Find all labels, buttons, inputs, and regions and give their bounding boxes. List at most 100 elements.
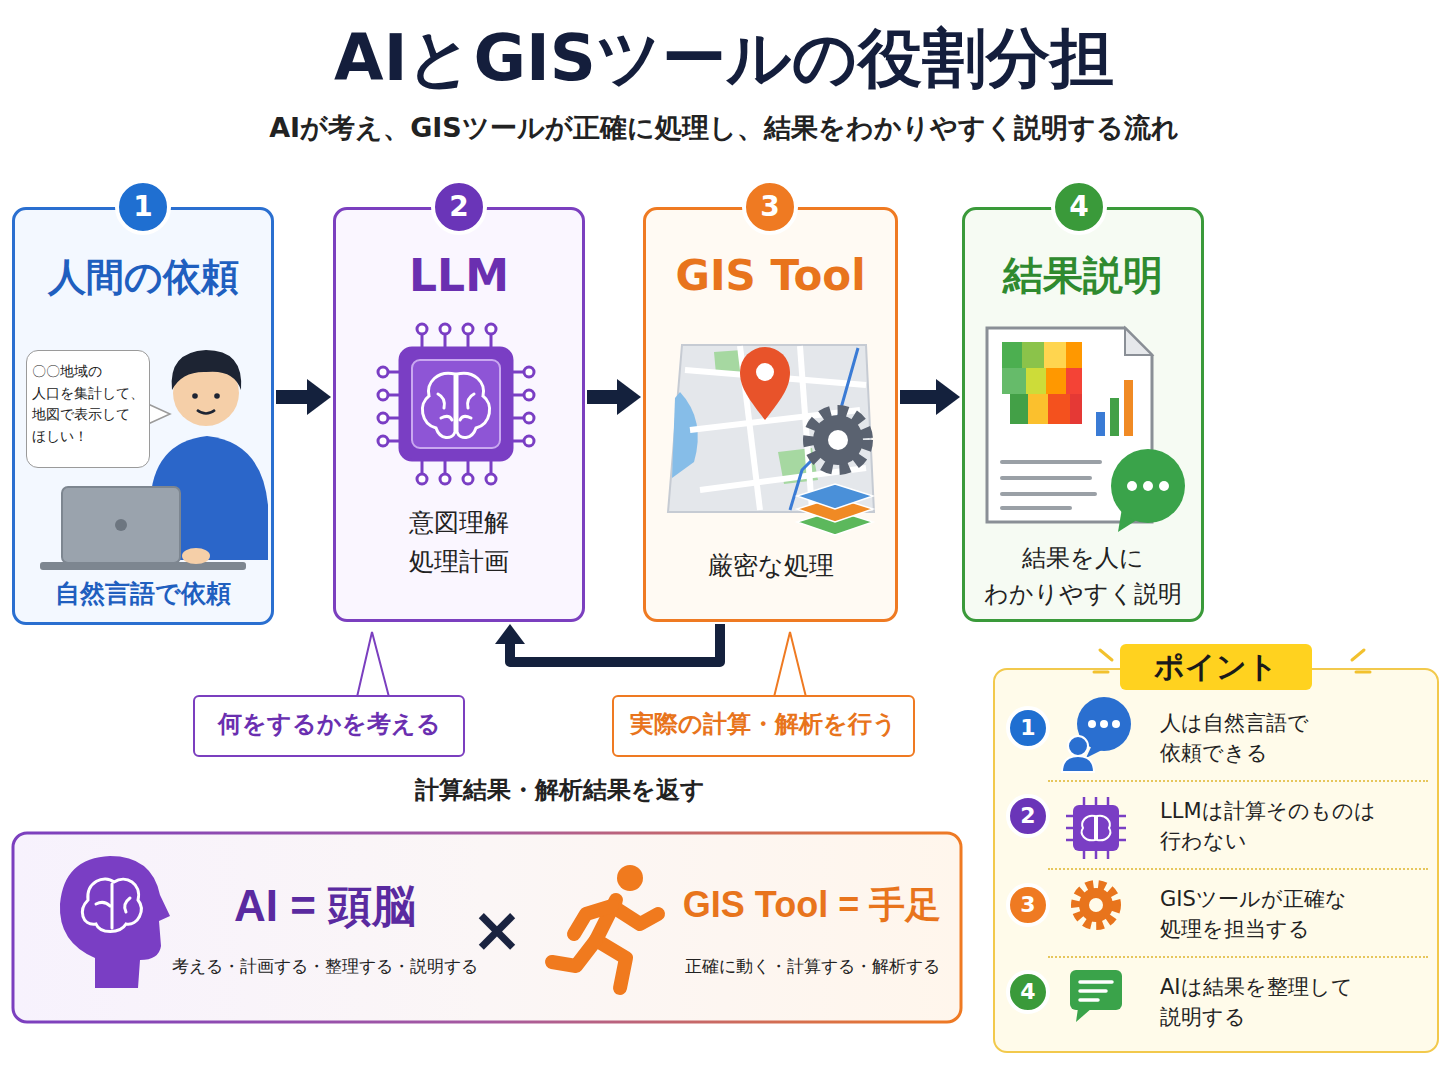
node-heading: GIS Tool <box>675 250 865 303</box>
number-slot: 2 <box>1006 794 1050 838</box>
chip-illustration-part <box>524 436 534 446</box>
point-item: GISツールが正確な 処理を担当する <box>1048 874 1428 958</box>
report-illustration-part-part <box>1002 476 1090 480</box>
person-illustration-part <box>115 519 127 531</box>
symbol-label: × <box>471 891 523 969</box>
role-band-part-part <box>552 940 596 966</box>
report-illustration-part <box>1066 342 1082 368</box>
chip-illustration-part <box>421 334 424 348</box>
symbol-label-wrap: × <box>471 891 523 969</box>
text-slot: 考える・計画する・整理する・説明する <box>165 956 485 977</box>
chip-illustration-part-part <box>438 394 474 420</box>
node-heading: LLM <box>409 248 509 303</box>
callout-number: 3 <box>742 179 798 235</box>
point-icons-part-part <box>1066 827 1074 830</box>
text-slot: LLM <box>336 248 582 303</box>
card-fills-part <box>643 207 898 622</box>
llm-card: LLM意図理解 処理計画 <box>333 207 585 622</box>
report-illustration-part <box>1010 394 1028 424</box>
point-icons-part <box>1062 756 1094 772</box>
result-card: 結果説明結果を人に わかりやすく説明 <box>962 207 1204 622</box>
report-illustration-part <box>1143 481 1153 491</box>
chip-illustration-part <box>422 373 489 437</box>
point-icons-part-part <box>1080 980 1112 984</box>
edge-label-wrap: 計算結果・解析結果を返す <box>411 775 709 805</box>
role-band-part <box>60 856 170 988</box>
person-illustration-part <box>40 562 246 570</box>
report-illustration-part <box>1110 398 1119 436</box>
text-slot: AI = 頭脳 <box>165 878 485 933</box>
report-illustration-part <box>1028 394 1048 424</box>
person-illustration-part <box>182 548 210 564</box>
text-slot: GISツールが正確な 処理を担当する <box>1160 884 1400 945</box>
report-illustration-part <box>1022 342 1044 368</box>
person-illustration-part <box>214 393 220 399</box>
map-illustration-part <box>668 345 874 512</box>
report-illustration-part-part <box>1002 506 1070 510</box>
arrow-line <box>510 624 720 662</box>
point-icons-part <box>1070 970 1122 1010</box>
report-illustration-part <box>1046 368 1066 394</box>
point-icons-part <box>1066 797 1126 859</box>
map-illustration-part <box>672 392 698 478</box>
callout-box: 何をするかを考える <box>193 695 465 757</box>
chip-illustration-part-part <box>457 373 490 437</box>
point-icons-part-part <box>1095 797 1098 805</box>
text-slot: 人は自然言語で 依頼できる <box>1160 708 1400 769</box>
text-slot: 正確に動く・計算する・解析する <box>664 956 960 977</box>
map-illustration-part <box>813 415 863 465</box>
card-fills-part <box>962 207 1204 622</box>
report-illustration-part-part <box>1002 492 1095 496</box>
chip-illustration-part <box>378 413 388 423</box>
point-icons-part <box>1089 898 1103 912</box>
point-icons-part-part <box>1083 797 1086 805</box>
report-illustration-part <box>1044 342 1066 368</box>
point-icons-part <box>1112 720 1120 728</box>
report-illustration-part-part <box>1002 460 1100 464</box>
node-heading: 何をするかを考える <box>218 709 441 739</box>
number-slot: 4 <box>1051 179 1107 235</box>
node-heading: 人は自然言語で 依頼できる <box>1160 708 1400 769</box>
point-icons-part-part <box>1080 989 1106 993</box>
chip-illustration-part <box>421 460 424 474</box>
point-icons-part-part <box>1118 815 1126 818</box>
title-wrap: AIとGISツールの役割分担 <box>334 18 1114 98</box>
chip-illustration-part <box>524 390 534 400</box>
node-heading: GISツールが正確な 処理を担当する <box>1160 884 1400 945</box>
point-icons-part-part <box>1107 797 1110 805</box>
panel-heading: ポイント <box>1120 644 1312 690</box>
card-fills-part <box>333 207 585 622</box>
speech-bubble: 〇〇地域の 人口を集計して、 地図で表示して ほしい！ <box>26 350 150 468</box>
role-band-part-part <box>596 940 626 988</box>
text-slot: GIS Tool = 手足 <box>664 882 960 927</box>
chip-illustration-part <box>467 460 470 474</box>
chip-illustration-part <box>512 417 524 420</box>
map-illustration-part <box>740 347 790 420</box>
caption: AIが考え、GISツールが正確に処理し、結果をわかりやすく説明する流れ <box>269 111 1179 145</box>
point-icons-part-part <box>1083 851 1086 859</box>
callout-tails-part <box>774 632 806 697</box>
role-band-part <box>552 900 658 988</box>
flow-arrow <box>587 379 641 415</box>
node-heading: LLMは計算そのものは 行わない <box>1160 796 1400 857</box>
number-slot: 2 <box>431 179 487 235</box>
number-slot: 1 <box>115 179 171 235</box>
point-icons-part <box>1356 671 1370 674</box>
report-illustration-part <box>1002 342 1022 368</box>
arrow-head <box>307 379 331 415</box>
gis-tool-card: GIS Tool厳密な処理 <box>643 207 898 622</box>
number-slot: 4 <box>1006 970 1050 1014</box>
request-card: 人間の依頼自然言語で依頼〇〇地域の 人口を集計して、 地図で表示して ほしい！ <box>12 207 274 625</box>
flow-arrow <box>495 624 720 662</box>
report-illustration <box>987 328 1185 532</box>
chip-illustration-part <box>417 474 427 484</box>
arrow-line <box>276 390 309 404</box>
callout-number: 1 <box>1006 706 1050 750</box>
chip-illustration <box>378 324 534 484</box>
role-band-part-part <box>82 879 141 932</box>
callout-tails-part <box>357 632 389 697</box>
role-band-part-part <box>574 906 612 934</box>
chip-illustration-part <box>486 474 496 484</box>
text-slot: GIS Tool <box>646 250 895 303</box>
